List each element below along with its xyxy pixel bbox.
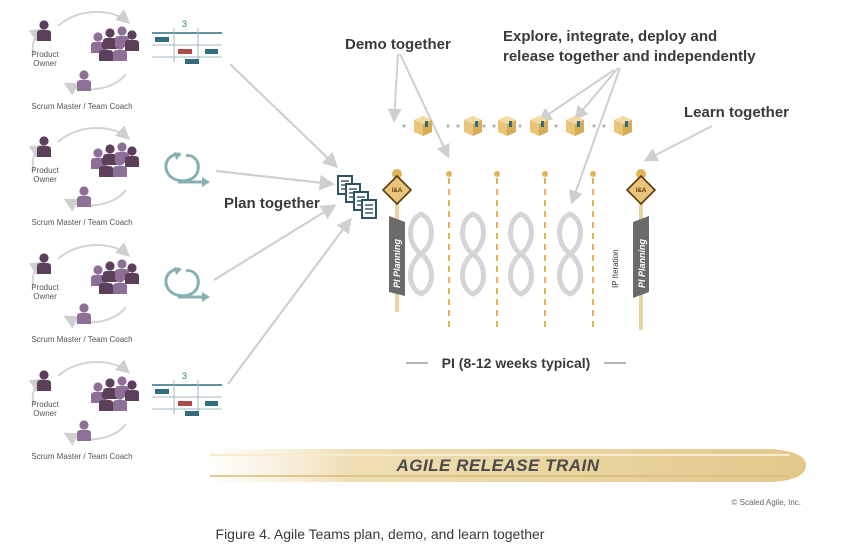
inspect-adapt-badge: I&A [626,175,656,205]
scrum-master-label: Scrum Master / Team Coach [31,102,132,111]
plan-arrows [213,63,352,385]
svg-text:I&A: I&A [392,188,403,194]
svg-text:I&A: I&A [636,188,647,194]
board-number: 3 [182,19,187,29]
planning-documents-icon [337,175,377,219]
product-owner-label-line2: Owner [33,175,57,184]
figure-caption: Figure 4. Agile Teams plan, demo, and le… [215,526,545,542]
inspect-adapt-badge: I&A [382,175,412,205]
product-owner-label-line2: Owner [33,59,57,68]
scrum-master-label: Scrum Master / Team Coach [31,218,132,227]
pi-planning-banner [633,216,649,298]
team-1: Product Owner Scrum Master / Team Coach … [31,12,223,111]
product-owner-label-line1: Product [31,283,59,292]
iteration-icon [411,214,432,294]
release-package-icon [464,116,482,136]
iteration-loop-icon [164,265,212,304]
iteration-icon [463,214,484,294]
team-members-icon [91,259,139,294]
explore-label-line2: release together and independently [503,48,756,65]
product-owner-icon [37,136,51,157]
copyright-text: © Scaled Agile, Inc. [732,498,802,507]
pi-duration-label: PI (8-12 weeks typical) [442,355,591,371]
product-owner-icon [37,20,51,41]
product-owner-icon [37,253,51,274]
explore-label-line1: Explore, integrate, deploy and [503,28,717,45]
learn-together-label: Learn together [684,104,789,121]
kanban-board-icon: 3 [151,19,223,65]
pi-planning-label: PI Planning [637,238,647,288]
scrum-master-icon [77,420,91,441]
pi-timeline: I&A PI Planning IP Iteration I&A PI Plan… [382,169,656,371]
product-owner-icon [37,370,51,391]
pi-planning-banner [389,216,405,296]
board-number: 3 [182,371,187,381]
team-3: Product Owner Scrum Master / Team Coach [31,245,212,344]
team-4: Product Owner Scrum Master / Team Coach … [31,362,223,461]
plan-together-label: Plan together [224,195,320,212]
iteration-icon [511,214,532,294]
ip-iteration-label: IP Iteration [611,249,620,288]
product-owner-label-line1: Product [31,166,59,175]
scrum-master-icon [77,186,91,207]
release-package-icon [614,116,632,136]
kanban-board-icon: 3 [151,371,223,417]
release-boxes [402,116,632,136]
scrum-master-icon [77,70,91,91]
product-owner-label-line2: Owner [33,409,57,418]
release-package-icon [498,116,516,136]
scrum-master-label: Scrum Master / Team Coach [31,335,132,344]
team-members-icon [91,142,139,177]
release-package-icon [566,116,584,136]
team-members-icon [91,376,139,411]
release-package-icon [414,116,432,136]
release-package-icon [530,116,548,136]
iteration-loop-icon [164,150,212,189]
product-owner-label-line1: Product [31,400,59,409]
label-arrows [387,53,713,205]
scrum-master-label: Scrum Master / Team Coach [31,452,132,461]
product-owner-label-line1: Product [31,50,59,59]
scrum-master-icon [77,303,91,324]
team-2: Product Owner Scrum Master / Team Coach [31,128,212,227]
iteration-icon [560,214,581,294]
demo-together-label: Demo together [345,36,451,53]
product-owner-label-line2: Owner [33,292,57,301]
team-members-icon [91,26,139,61]
pi-planning-label: PI Planning [392,238,402,288]
agile-release-train: AGILE RELEASE TRAIN [196,449,806,482]
train-label: AGILE RELEASE TRAIN [395,456,599,475]
